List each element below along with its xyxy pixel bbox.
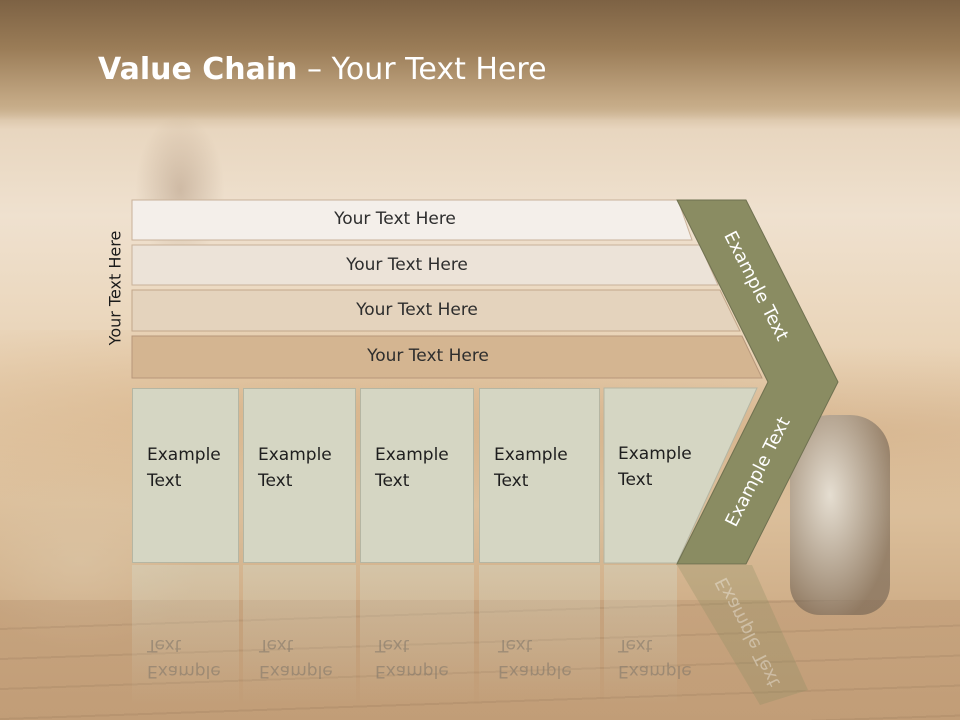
box-5-line2: Text bbox=[618, 470, 653, 490]
background-jug bbox=[790, 415, 890, 615]
box-1-reflection-line1: Example bbox=[147, 661, 221, 681]
box-4-reflection-line2: Text bbox=[498, 635, 533, 655]
title-bold: Value Chain bbox=[98, 52, 298, 87]
box-4[interactable]: Example Text bbox=[479, 388, 600, 563]
background-planks bbox=[0, 600, 960, 720]
row-2-label: Your Text Here bbox=[346, 255, 468, 275]
box-2-reflection-line2: Text bbox=[259, 635, 294, 655]
box-3[interactable]: Example Text bbox=[360, 388, 474, 563]
row-2: Your Text Here bbox=[132, 246, 702, 284]
box-5-line1: Example bbox=[618, 444, 692, 464]
row-1-label: Your Text Here bbox=[334, 209, 456, 229]
row-bar-2[interactable] bbox=[131, 244, 719, 286]
row-1: Your Text Here bbox=[132, 200, 678, 238]
row-3-label: Your Text Here bbox=[356, 300, 478, 320]
row-bar-3[interactable] bbox=[131, 289, 741, 332]
row-bar-1[interactable] bbox=[131, 199, 693, 241]
box-3-reflection-line2: Text bbox=[375, 635, 410, 655]
box-5[interactable]: Example Text bbox=[604, 388, 704, 563]
box-1-reflection-line2: Text bbox=[147, 635, 182, 655]
row-bar-4[interactable] bbox=[131, 335, 763, 379]
box-3-reflection bbox=[360, 565, 474, 705]
row-4-label: Your Text Here bbox=[367, 346, 489, 366]
box-1-line2: Text bbox=[147, 471, 182, 491]
box-5-reflection-line1: Example bbox=[618, 661, 692, 681]
box-2-line2: Text bbox=[258, 471, 293, 491]
row-3: Your Text Here bbox=[132, 291, 722, 329]
header-band bbox=[0, 0, 960, 120]
box-4-reflection bbox=[479, 565, 600, 705]
box-1-line1: Example bbox=[147, 445, 221, 465]
box-4-line1: Example bbox=[494, 445, 568, 465]
box-2-line1: Example bbox=[258, 445, 332, 465]
box-4-reflection-text: Example Text bbox=[498, 632, 572, 684]
box-5-reflection-text: Example Text bbox=[618, 632, 692, 684]
box-3-reflection-line1: Example bbox=[375, 661, 449, 681]
box-2[interactable]: Example Text bbox=[243, 388, 356, 563]
box-2-reflection-text: Example Text bbox=[259, 632, 333, 684]
chevron-reflection bbox=[677, 565, 808, 705]
chevron-arrow[interactable] bbox=[676, 199, 839, 565]
box-1-reflection bbox=[132, 565, 239, 705]
box-3-line2: Text bbox=[375, 471, 410, 491]
slide-title[interactable]: Value Chain – Your Text Here bbox=[98, 52, 547, 87]
row-4: Your Text Here bbox=[132, 337, 744, 375]
box-2-reflection-line1: Example bbox=[259, 661, 333, 681]
box-1[interactable]: Example Text bbox=[132, 388, 239, 563]
box-4-line2: Text bbox=[494, 471, 529, 491]
box-3-line1: Example bbox=[375, 445, 449, 465]
box-4-reflection-line1: Example bbox=[498, 661, 572, 681]
box-3-reflection-text: Example Text bbox=[375, 632, 449, 684]
title-rest: – Your Text Here bbox=[297, 52, 547, 87]
box-5-reflection-line2: Text bbox=[618, 635, 653, 655]
box-2-reflection bbox=[243, 565, 356, 705]
box-5-reflection bbox=[604, 565, 677, 705]
box-1-reflection-text: Example Text bbox=[147, 632, 221, 684]
